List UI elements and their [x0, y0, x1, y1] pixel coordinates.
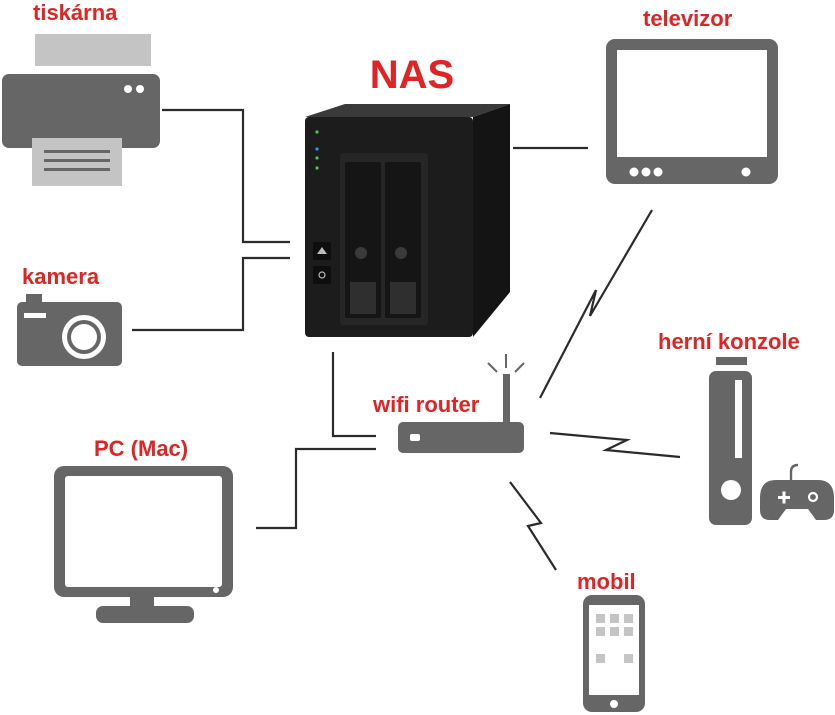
- wireless-router-mobile: [509, 481, 557, 571]
- printer-label: tiskárna: [33, 0, 118, 25]
- wireless-router-tv: [539, 209, 653, 399]
- console-label: herní konzole: [658, 329, 800, 354]
- router-label: wifi router: [372, 392, 480, 417]
- pc-label: PC (Mac): [94, 436, 188, 461]
- router-icon: [398, 354, 525, 453]
- game-console-icon: [709, 357, 834, 525]
- mobile-label: mobil: [577, 569, 636, 594]
- smartphone-icon: [583, 595, 645, 712]
- camera-label: kamera: [22, 264, 100, 289]
- tv-icon: [606, 39, 778, 184]
- nas-title: NAS: [370, 53, 454, 97]
- printer-icon: [2, 34, 160, 186]
- nas-device-icon: [305, 104, 510, 337]
- camera-icon: [17, 294, 122, 366]
- monitor-icon: [54, 466, 233, 623]
- tv-label: televizor: [643, 6, 733, 31]
- wire-camera-nas: [132, 256, 290, 332]
- wire-pc-router: [256, 447, 376, 530]
- wireless-router-console: [549, 431, 681, 459]
- connections: [132, 108, 681, 571]
- wire-nas-router: [331, 352, 376, 438]
- wire-printer-nas: [162, 108, 290, 244]
